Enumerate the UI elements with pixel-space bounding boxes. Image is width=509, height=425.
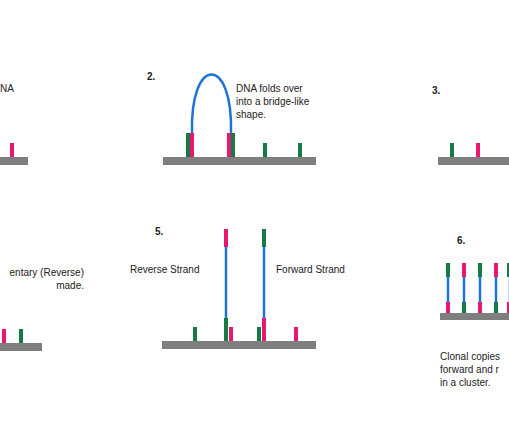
primer-green bbox=[263, 143, 267, 157]
strand-anchor-green bbox=[462, 302, 466, 313]
strand-label: Forward Strand bbox=[276, 263, 345, 276]
strand-anchor-green bbox=[224, 318, 228, 341]
strand-end-green bbox=[478, 263, 482, 277]
step-caption: DNA folds over into a bridge-like shape. bbox=[236, 82, 314, 121]
clone-strand bbox=[479, 277, 482, 302]
primer-green bbox=[193, 327, 197, 341]
primer-pink bbox=[190, 133, 194, 157]
primer-green bbox=[19, 329, 23, 343]
primer-pink bbox=[227, 133, 231, 157]
step-number: 6. bbox=[457, 234, 465, 247]
clone-strand bbox=[463, 277, 466, 302]
primer-pink bbox=[476, 143, 480, 157]
clone-strand bbox=[495, 277, 498, 302]
flow-cell-surface bbox=[163, 157, 316, 165]
strand-anchor-pink bbox=[478, 302, 482, 313]
primer-pink bbox=[2, 329, 6, 343]
flow-cell-surface bbox=[162, 341, 316, 349]
strand-end-green bbox=[446, 263, 450, 277]
primer-green bbox=[298, 143, 302, 157]
strand-anchor-pink bbox=[507, 302, 509, 313]
primer-green bbox=[450, 143, 454, 157]
step-number: 3. bbox=[432, 84, 440, 97]
strand-anchor-pink bbox=[262, 318, 266, 341]
strand-anchor-green bbox=[494, 302, 498, 313]
primer-green bbox=[231, 133, 235, 157]
primer-green bbox=[257, 327, 261, 341]
strand-label: Reverse Strand bbox=[130, 263, 199, 276]
flow-cell-surface bbox=[0, 157, 28, 165]
clone-strand bbox=[447, 277, 450, 302]
strand-end-pink bbox=[462, 263, 466, 277]
primer-pink bbox=[229, 327, 233, 341]
strand-end-green bbox=[262, 229, 266, 247]
dna-bridge bbox=[192, 75, 231, 134]
primer-pink bbox=[10, 143, 14, 157]
flow-cell-surface bbox=[440, 313, 509, 320]
step-number: 2. bbox=[147, 70, 155, 83]
step-caption-fragment: NA bbox=[0, 82, 14, 95]
primer-green bbox=[186, 133, 190, 157]
strand-end-pink bbox=[494, 263, 498, 277]
forward-strand bbox=[263, 247, 266, 318]
flow-cell-surface bbox=[438, 157, 509, 165]
reverse-strand bbox=[225, 247, 228, 318]
strand-end-green bbox=[507, 263, 509, 277]
step-caption: Clonal copies forward and r in a cluster… bbox=[440, 350, 506, 389]
primer-pink bbox=[294, 327, 298, 341]
strand-end-pink bbox=[224, 229, 228, 247]
strand-anchor-pink bbox=[446, 302, 450, 313]
flow-cell-surface bbox=[0, 343, 42, 351]
step-caption-fragment: entary (Reverse) made. bbox=[0, 266, 84, 292]
step-number: 5. bbox=[155, 225, 163, 238]
